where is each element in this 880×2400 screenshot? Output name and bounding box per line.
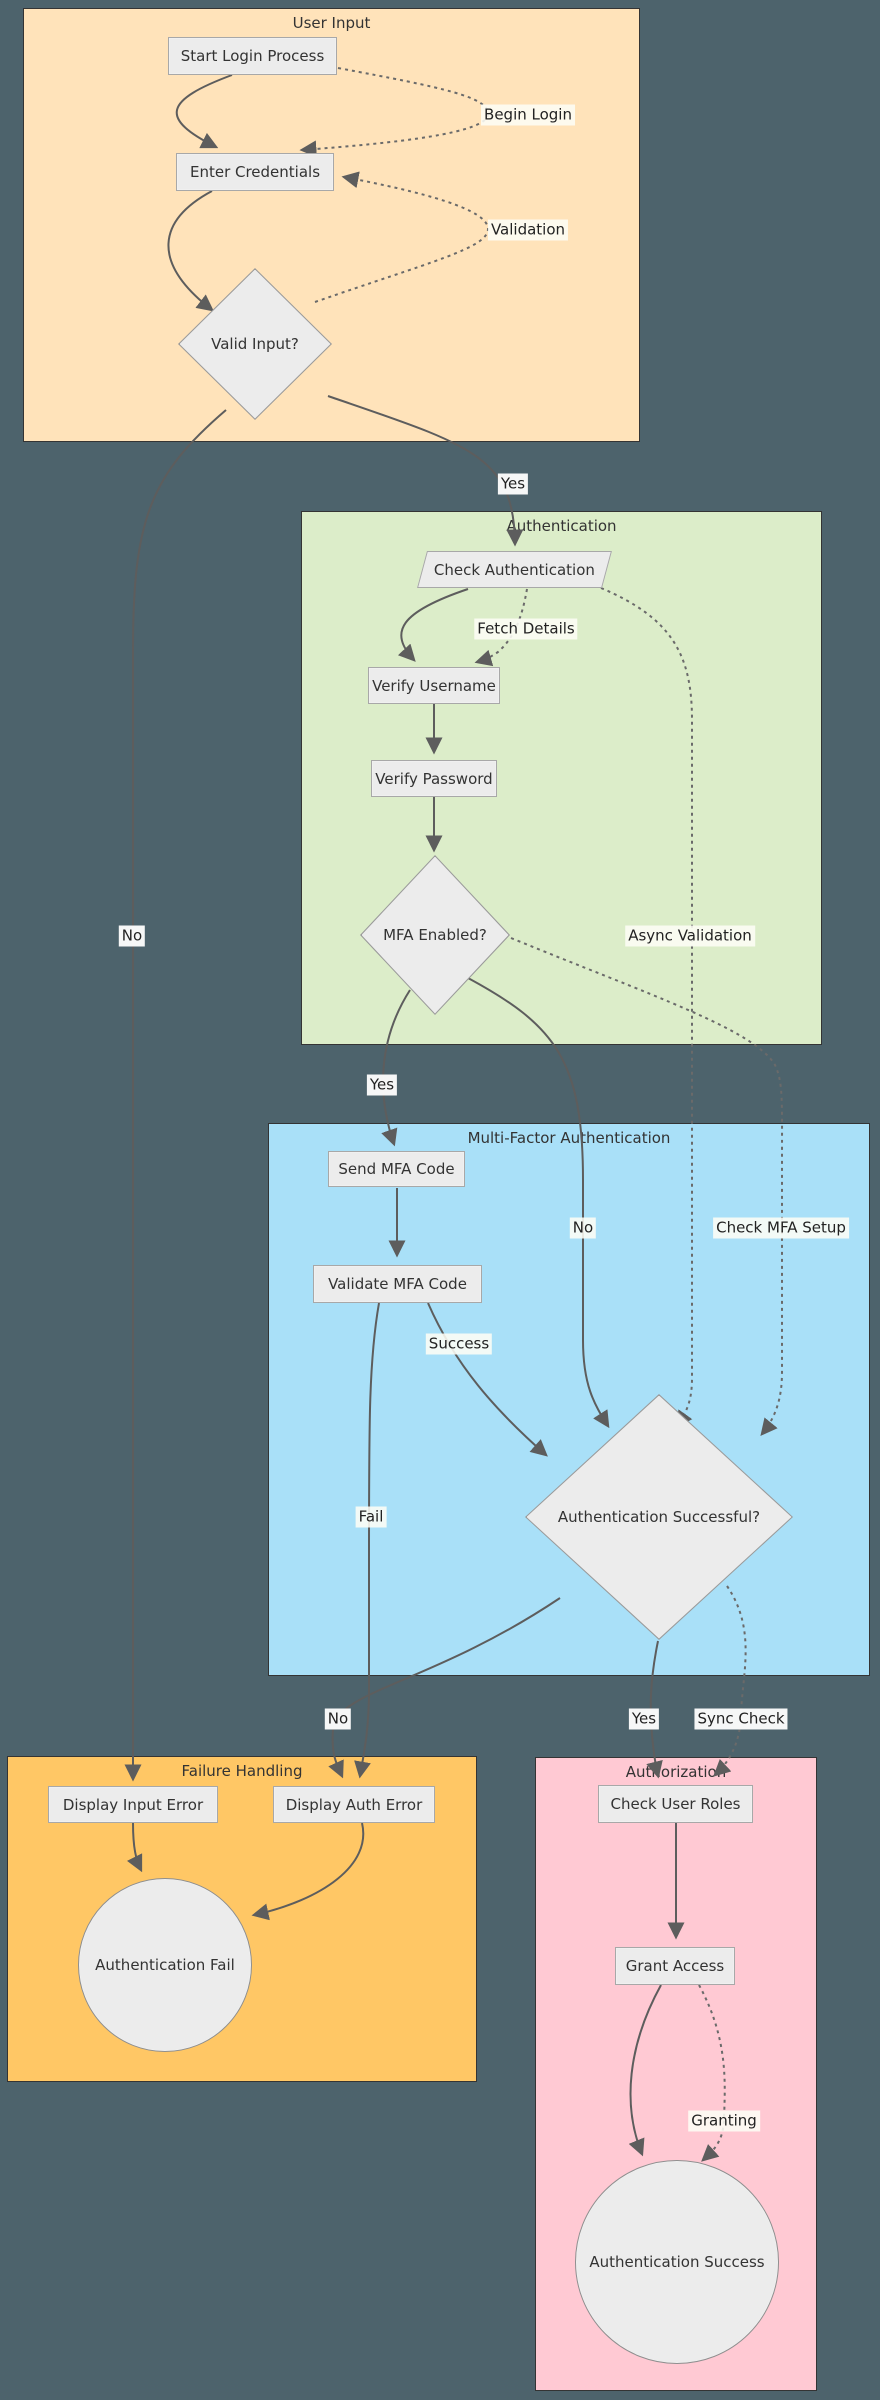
node-authentication-fail: Authentication Fail	[78, 1878, 252, 2052]
diamond-label: MFA Enabled?	[361, 856, 509, 1014]
edge-valid-no-to-displayinput	[124, 409, 227, 1782]
edge-grant-granting-to-authsuccess	[698, 1984, 726, 2162]
node-validate-mfa-code: Validate MFA Code	[313, 1265, 482, 1303]
edge-enter-to-valid	[167, 190, 215, 312]
edge-label-yes-auth: Yes	[628, 1708, 660, 1730]
edge-validate-success-to-authsucc	[427, 1302, 548, 1457]
node-display-auth-error: Display Auth Error	[273, 1786, 435, 1823]
parallelogram-label: Check Authentication	[433, 560, 596, 579]
edge-label-fetch-details: Fetch Details	[474, 618, 578, 640]
edge-label-yes-mfa: Yes	[366, 1074, 398, 1096]
node-display-input-error: Display Input Error	[48, 1786, 218, 1823]
subgraph-title-mfa: Multi-Factor Authentication	[467, 1129, 671, 1147]
edge-label-no-valid: No	[118, 925, 146, 947]
edge-authsucc-no-to-displayauth	[328, 1597, 561, 1779]
node-check-authentication: Check Authentication	[417, 551, 612, 588]
node-grant-access: Grant Access	[615, 1947, 735, 1985]
edge-label-async-validation: Async Validation	[625, 925, 755, 947]
node-authentication-successful-decision: Authentication Successful?	[525, 1394, 793, 1640]
edge-label-no-mfa: No	[569, 1217, 597, 1239]
edge-mfa-yes-to-send	[381, 989, 411, 1147]
edge-mfa-checkmfasetup-to-authsucc	[510, 937, 784, 1436]
node-verify-username: Verify Username	[368, 667, 500, 704]
edge-valid-validation-to-enter	[314, 171, 490, 303]
subgraph-title-authentication: Authentication	[506, 517, 617, 535]
edge-label-yes-valid: Yes	[497, 473, 529, 495]
subgraph-title-user-input: User Input	[292, 14, 371, 32]
edge-label-begin-login: Begin Login	[481, 104, 575, 126]
diamond-label: Valid Input?	[179, 269, 331, 419]
edge-authsucc-yes-to-checkroles	[646, 1640, 663, 1779]
edge-label-validation: Validation	[487, 219, 569, 241]
node-send-mfa-code: Send MFA Code	[328, 1151, 465, 1187]
node-enter-credentials: Enter Credentials	[176, 153, 334, 191]
diamond-label: Authentication Successful?	[526, 1395, 792, 1639]
node-check-user-roles: Check User Roles	[598, 1785, 753, 1823]
node-start-login-process: Start Login Process	[168, 37, 337, 75]
edge-start-to-enter	[175, 74, 233, 149]
edge-label-fail: Fail	[355, 1506, 387, 1528]
edge-start-beginlogin-to-enter	[299, 67, 490, 158]
edge-label-no-auth: No	[324, 1708, 352, 1730]
edge-label-granting: Granting	[688, 2110, 760, 2132]
edge-displayauth-to-authfail	[251, 1822, 365, 1921]
node-mfa-enabled-decision: MFA Enabled?	[360, 855, 510, 1015]
edge-valid-yes-to-checkauth	[327, 395, 524, 547]
edge-label-check-mfa-setup: Check MFA Setup	[713, 1217, 849, 1239]
node-valid-input-decision: Valid Input?	[178, 268, 332, 420]
edge-grant-to-authsuccess	[628, 1984, 662, 2157]
edge-label-sync-check: Sync Check	[694, 1708, 788, 1730]
node-authentication-success: Authentication Success	[575, 2160, 779, 2364]
edge-mfa-no-to-authsucc	[467, 977, 610, 1429]
edge-checkauth-to-verifyusername	[397, 588, 469, 662]
subgraph-title-failure-handling: Failure Handling	[181, 1762, 303, 1780]
node-verify-password: Verify Password	[371, 760, 497, 797]
edge-displayinput-to-authfail	[126, 1822, 143, 1873]
edge-label-success: Success	[425, 1333, 493, 1355]
edge-checkauth-asyncvalidation-to-authsucc	[600, 587, 693, 1429]
edge-validate-fail-to-displayauth	[354, 1302, 380, 1779]
edge-checkauth-fetchdetails-to-verifyusername	[474, 588, 528, 667]
